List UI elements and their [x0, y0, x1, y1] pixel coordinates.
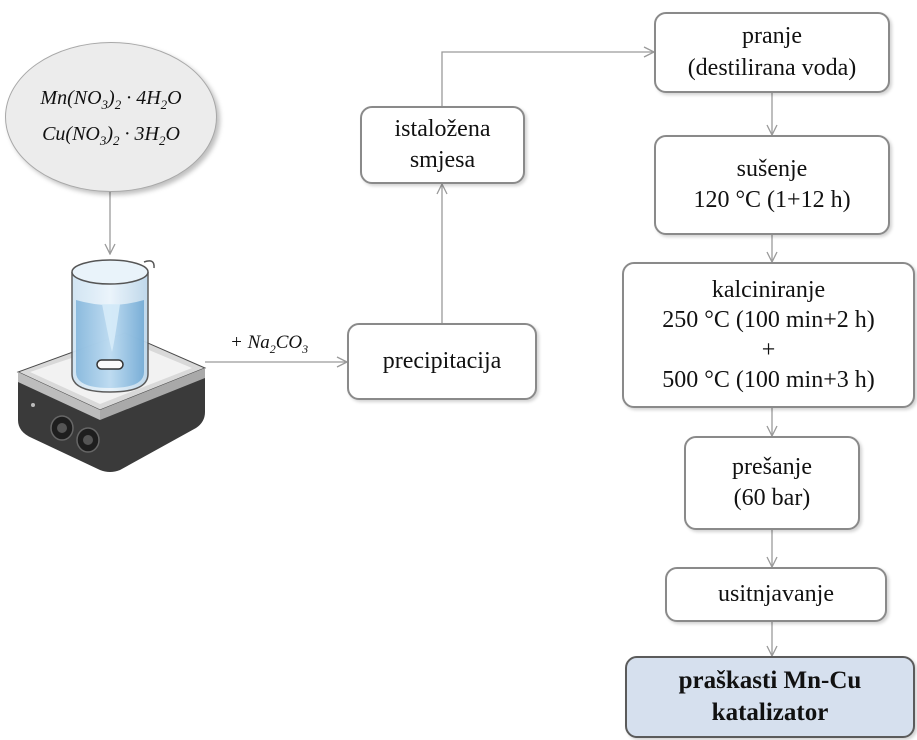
step-susenje: sušenje 120 °C (1+12 h): [654, 135, 890, 235]
reagent-mn-nitrate: Mn(NO3)2 · 4H2O: [40, 87, 182, 113]
step-presanje: prešanje (60 bar): [684, 436, 860, 530]
step-kalciniranje: kalciniranje 250 °C (100 min+2 h) + 500 …: [622, 262, 915, 408]
reagents-ellipse: Mn(NO3)2 · 4H2O Cu(NO3)2 · 3H2O: [5, 42, 217, 192]
connectors: [110, 52, 772, 656]
step-pranje: pranje (destilirana voda): [654, 12, 890, 93]
magnetic-stirrer-illustration: [16, 259, 207, 472]
step-precipitacija: precipitacija: [347, 323, 537, 400]
step-istalozena-smjesa: istaložena smjesa: [360, 106, 525, 184]
sodium-carbonate-label: + Na2CO3: [230, 332, 309, 356]
step-final-katalizator: praškasti Mn-Cu katalizator: [625, 656, 915, 738]
arrow-istalozena-to-pranje: [441, 52, 654, 106]
reagent-cu-nitrate: Cu(NO3)2 · 3H2O: [42, 123, 180, 148]
step-usitnjavanje: usitnjavanje: [665, 567, 887, 622]
